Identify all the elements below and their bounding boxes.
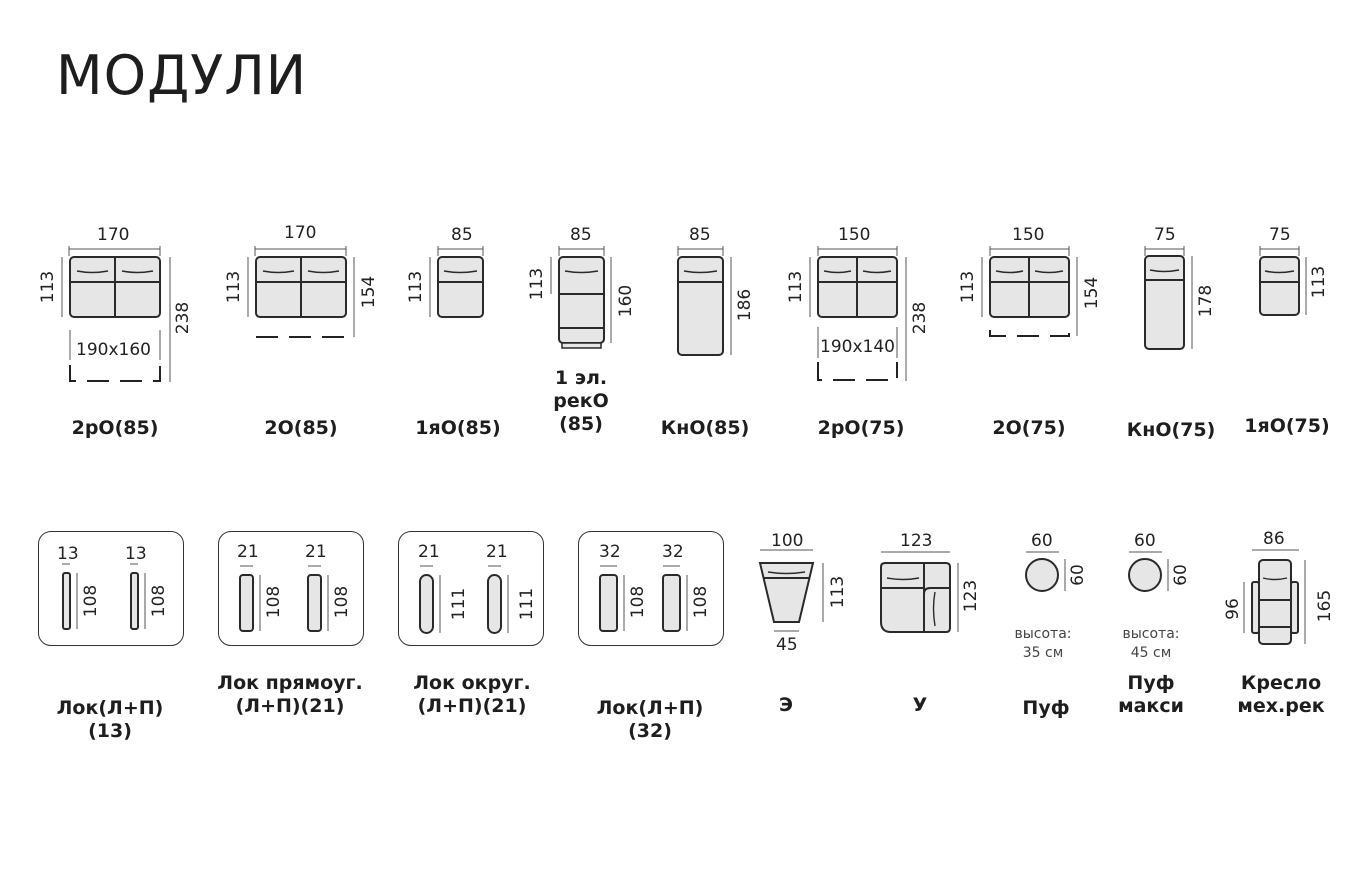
dim-right-depth: 108 bbox=[149, 584, 170, 618]
module-name: У bbox=[912, 694, 928, 716]
dim-width: 170 bbox=[284, 223, 317, 243]
dim-depth: 113 bbox=[828, 575, 849, 609]
page-title: МОДУЛИ bbox=[56, 44, 308, 107]
dim-right-width: 32 bbox=[662, 542, 684, 562]
module-name: 2рО(85) bbox=[71, 417, 159, 439]
dim-right-width: 21 bbox=[486, 542, 508, 562]
module-kno75-shape bbox=[1144, 246, 1193, 350]
module-name: 1 эл. рекО (85) bbox=[553, 367, 609, 435]
module-kno85-shape bbox=[677, 246, 732, 356]
module-puf-maxi-shape bbox=[1128, 551, 1169, 592]
module-name: 2О(75) bbox=[992, 417, 1066, 439]
module-name: Лок округ. (Л+П)(21) bbox=[413, 672, 531, 717]
module-2o85-shape bbox=[247, 246, 355, 338]
height-note: высота: 45 см bbox=[1122, 626, 1180, 661]
module-1el-reko85-shape bbox=[550, 246, 612, 349]
dim-height: 113 bbox=[406, 270, 427, 304]
module-puf-shape bbox=[1025, 551, 1066, 592]
dim-left-depth: 111 bbox=[449, 587, 470, 621]
dim-depth: 165 bbox=[1315, 589, 1336, 623]
module-name: Лок прямоуг. (Л+П)(21) bbox=[217, 672, 363, 717]
dim-width: 75 bbox=[1154, 225, 1176, 245]
dim-width: 60 bbox=[1031, 531, 1053, 551]
module-name: 2рО(75) bbox=[817, 417, 905, 439]
module-2ro85-shape bbox=[61, 246, 171, 382]
dim-left-width: 21 bbox=[418, 542, 440, 562]
dim-depth: 178 bbox=[1196, 284, 1217, 318]
module-2ro75-shape bbox=[809, 246, 907, 381]
dim-right-depth: 108 bbox=[332, 585, 353, 619]
dim-depth: 186 bbox=[735, 288, 756, 322]
module-kreslo-shape bbox=[1243, 549, 1306, 645]
dim-depth: 60 bbox=[1067, 564, 1088, 586]
dim-width: 170 bbox=[97, 225, 130, 245]
dim-depth: 160 bbox=[616, 284, 637, 318]
dim-depth: 60 bbox=[1170, 564, 1191, 586]
dim-height: 113 bbox=[958, 270, 979, 304]
dim-left-depth: 108 bbox=[81, 584, 102, 618]
dim-depth: 154 bbox=[1082, 276, 1103, 310]
height-note: высота: 35 см bbox=[1014, 626, 1072, 661]
module-name: Лок(Л+П)(13) bbox=[56, 697, 164, 742]
dim-bed: 190x140 bbox=[820, 337, 895, 357]
dim-width: 123 bbox=[900, 531, 933, 551]
module-name: Пуф bbox=[1022, 697, 1070, 719]
dim-width: 85 bbox=[451, 225, 473, 245]
dim-right-width: 21 bbox=[305, 542, 327, 562]
dim-right-depth: 108 bbox=[691, 585, 712, 619]
dim-width: 150 bbox=[838, 225, 871, 245]
module-1yao85-shape bbox=[429, 246, 484, 318]
dim-depth: 238 bbox=[910, 301, 931, 335]
module-name: КнО(85) bbox=[660, 417, 750, 439]
dim-depth: 238 bbox=[173, 301, 194, 335]
module-name: КнО(75) bbox=[1126, 419, 1216, 441]
module-e-shape bbox=[758, 549, 824, 632]
dim-left-depth: 108 bbox=[628, 585, 649, 619]
module-name: 1яО(75) bbox=[1244, 415, 1330, 437]
dim-height: 113 bbox=[224, 270, 245, 304]
dim-bed: 190x160 bbox=[76, 340, 151, 360]
dim-left-width: 13 bbox=[57, 544, 79, 564]
module-name: Кресло мех.рек bbox=[1237, 672, 1325, 717]
dim-left-width: 32 bbox=[599, 542, 621, 562]
module-2o75-shape bbox=[981, 246, 1078, 337]
module-name: Лок(Л+П)(32) bbox=[596, 697, 704, 742]
dim-depth: 154 bbox=[359, 275, 380, 309]
dim-width: 150 bbox=[1012, 225, 1045, 245]
module-name: Э bbox=[779, 694, 793, 716]
module-name: Пуф макси bbox=[1118, 672, 1184, 717]
dim-left-depth: 108 bbox=[264, 585, 285, 619]
dim-left-width: 21 bbox=[237, 542, 259, 562]
dim-bottom: 45 bbox=[776, 635, 798, 655]
module-1yao75-shape bbox=[1259, 246, 1307, 316]
module-u-shape bbox=[880, 551, 959, 633]
dim-depth: 123 bbox=[961, 579, 982, 613]
dim-right-width: 13 bbox=[125, 544, 147, 564]
module-name: 2О(85) bbox=[264, 417, 338, 439]
dim-width: 85 bbox=[689, 225, 711, 245]
dim-width: 100 bbox=[771, 531, 804, 551]
dim-width: 85 bbox=[570, 225, 592, 245]
dim-width: 60 bbox=[1134, 531, 1156, 551]
dim-height: 113 bbox=[527, 267, 548, 301]
dim-width: 86 bbox=[1263, 529, 1285, 549]
dim-height: 96 bbox=[1222, 598, 1243, 620]
dim-depth: 113 bbox=[1309, 265, 1330, 299]
dim-height: 113 bbox=[786, 270, 807, 304]
module-name: 1яО(85) bbox=[415, 417, 501, 439]
dim-width: 75 bbox=[1269, 225, 1291, 245]
dim-right-depth: 111 bbox=[517, 587, 538, 621]
dim-height: 113 bbox=[38, 270, 59, 304]
